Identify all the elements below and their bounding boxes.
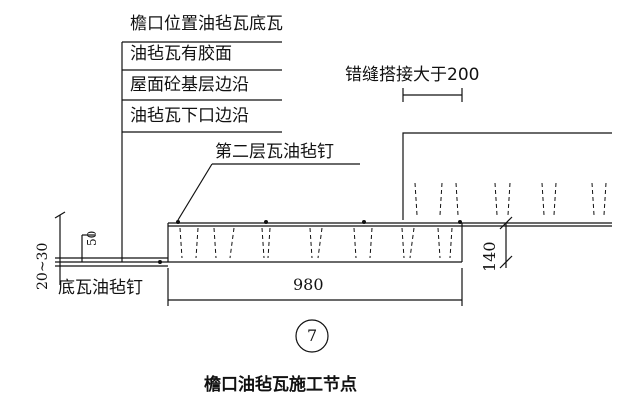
detail-number: 7 bbox=[307, 326, 318, 345]
dimension-140: 140 bbox=[480, 241, 499, 272]
nail-leader-line bbox=[177, 163, 213, 221]
nail-4 bbox=[458, 220, 462, 224]
label-eave-base-tile: 檐口位置油毡瓦底瓦 bbox=[130, 14, 283, 34]
upper-tile-outline bbox=[402, 132, 612, 220]
slab-hatching bbox=[179, 227, 453, 259]
label-adhesive-face: 油毡瓦有胶面 bbox=[130, 44, 232, 64]
label-tile-lower-edge: 油毡瓦下口边沿 bbox=[130, 106, 249, 126]
dimension-980: 980 bbox=[293, 275, 324, 294]
label-second-layer-nail: 第二层瓦油毡钉 bbox=[215, 142, 334, 162]
upper-tile-hatching bbox=[414, 182, 607, 216]
nail-1 bbox=[176, 220, 180, 224]
label-base-tile-nail: 底瓦油毡钉 bbox=[58, 278, 143, 298]
left-break-mark bbox=[54, 211, 66, 219]
nails bbox=[158, 220, 462, 264]
detail-circle bbox=[295, 319, 329, 353]
height-tick-top bbox=[499, 216, 513, 230]
label-roof-base-edge: 屋面砼基层边沿 bbox=[130, 75, 249, 95]
base-nail bbox=[158, 260, 162, 264]
drawing-caption: 檐口油毡瓦施工节点 bbox=[204, 375, 357, 395]
nail-3 bbox=[362, 220, 366, 224]
nail-2 bbox=[264, 220, 268, 224]
label-overlap: 错缝搭接大于200 bbox=[345, 65, 480, 85]
dimension-20-30: 20~30 bbox=[35, 242, 51, 290]
height-tick-bottom bbox=[499, 255, 513, 269]
dimension-50: 50 bbox=[85, 230, 99, 246]
